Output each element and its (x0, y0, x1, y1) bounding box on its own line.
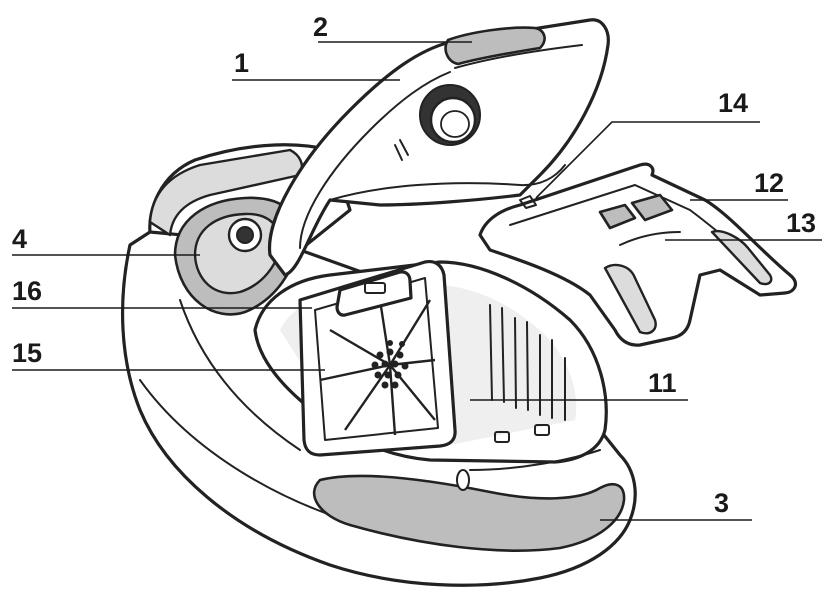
bag-holder-hinge (519, 195, 537, 209)
front-handle-hole (456, 469, 470, 491)
callout-1: 1 (234, 48, 249, 78)
bag-indicator-dial (440, 110, 470, 138)
motor-filter-frame (298, 259, 457, 457)
compartment-rib-1 (489, 304, 493, 401)
lid-inner-edge (299, 71, 451, 249)
bag-clip-block-right (630, 193, 674, 222)
lid-release-button (444, 26, 546, 66)
lid-underside (329, 164, 566, 201)
front-handle (312, 449, 626, 552)
callout-13: 13 (786, 208, 816, 238)
cord-rewind-symbol-icon (236, 226, 254, 244)
body-side-curve (179, 299, 301, 451)
front-slot-right (534, 424, 550, 436)
callout-15: 15 (12, 338, 42, 368)
bag-clip-block-left (598, 203, 637, 230)
leader-line-14 (535, 121, 760, 199)
filter-clip-tab (364, 282, 386, 294)
bag-holder (478, 162, 798, 347)
bag-latch-right (710, 229, 773, 286)
compartment-rib-1b (501, 307, 505, 403)
rear-cable-cover (148, 148, 304, 237)
bag-clip-hinge (619, 231, 681, 246)
callout-labels: 1 2 3 4 11 12 13 14 15 16 (12, 12, 816, 518)
filter-center-holes (371, 340, 409, 389)
front-handle-highlight (469, 449, 601, 471)
callout-12: 12 (754, 168, 784, 198)
compartment-rib-2 (514, 317, 517, 409)
lid-shell (267, 18, 610, 277)
callout-11: 11 (648, 368, 677, 398)
callout-16: 16 (12, 276, 42, 306)
callout-3: 3 (714, 488, 729, 518)
lid-carry-rail (454, 44, 583, 69)
bag-latch-left (603, 263, 657, 335)
callout-4: 4 (12, 224, 27, 254)
callout-2: 2 (313, 12, 328, 42)
callout-14: 14 (718, 88, 748, 118)
lid-latch-mark (394, 139, 409, 161)
leader-lines (12, 41, 822, 521)
compartment-rib-2b (526, 321, 529, 411)
front-slot-left (494, 431, 510, 443)
lid (267, 18, 610, 277)
